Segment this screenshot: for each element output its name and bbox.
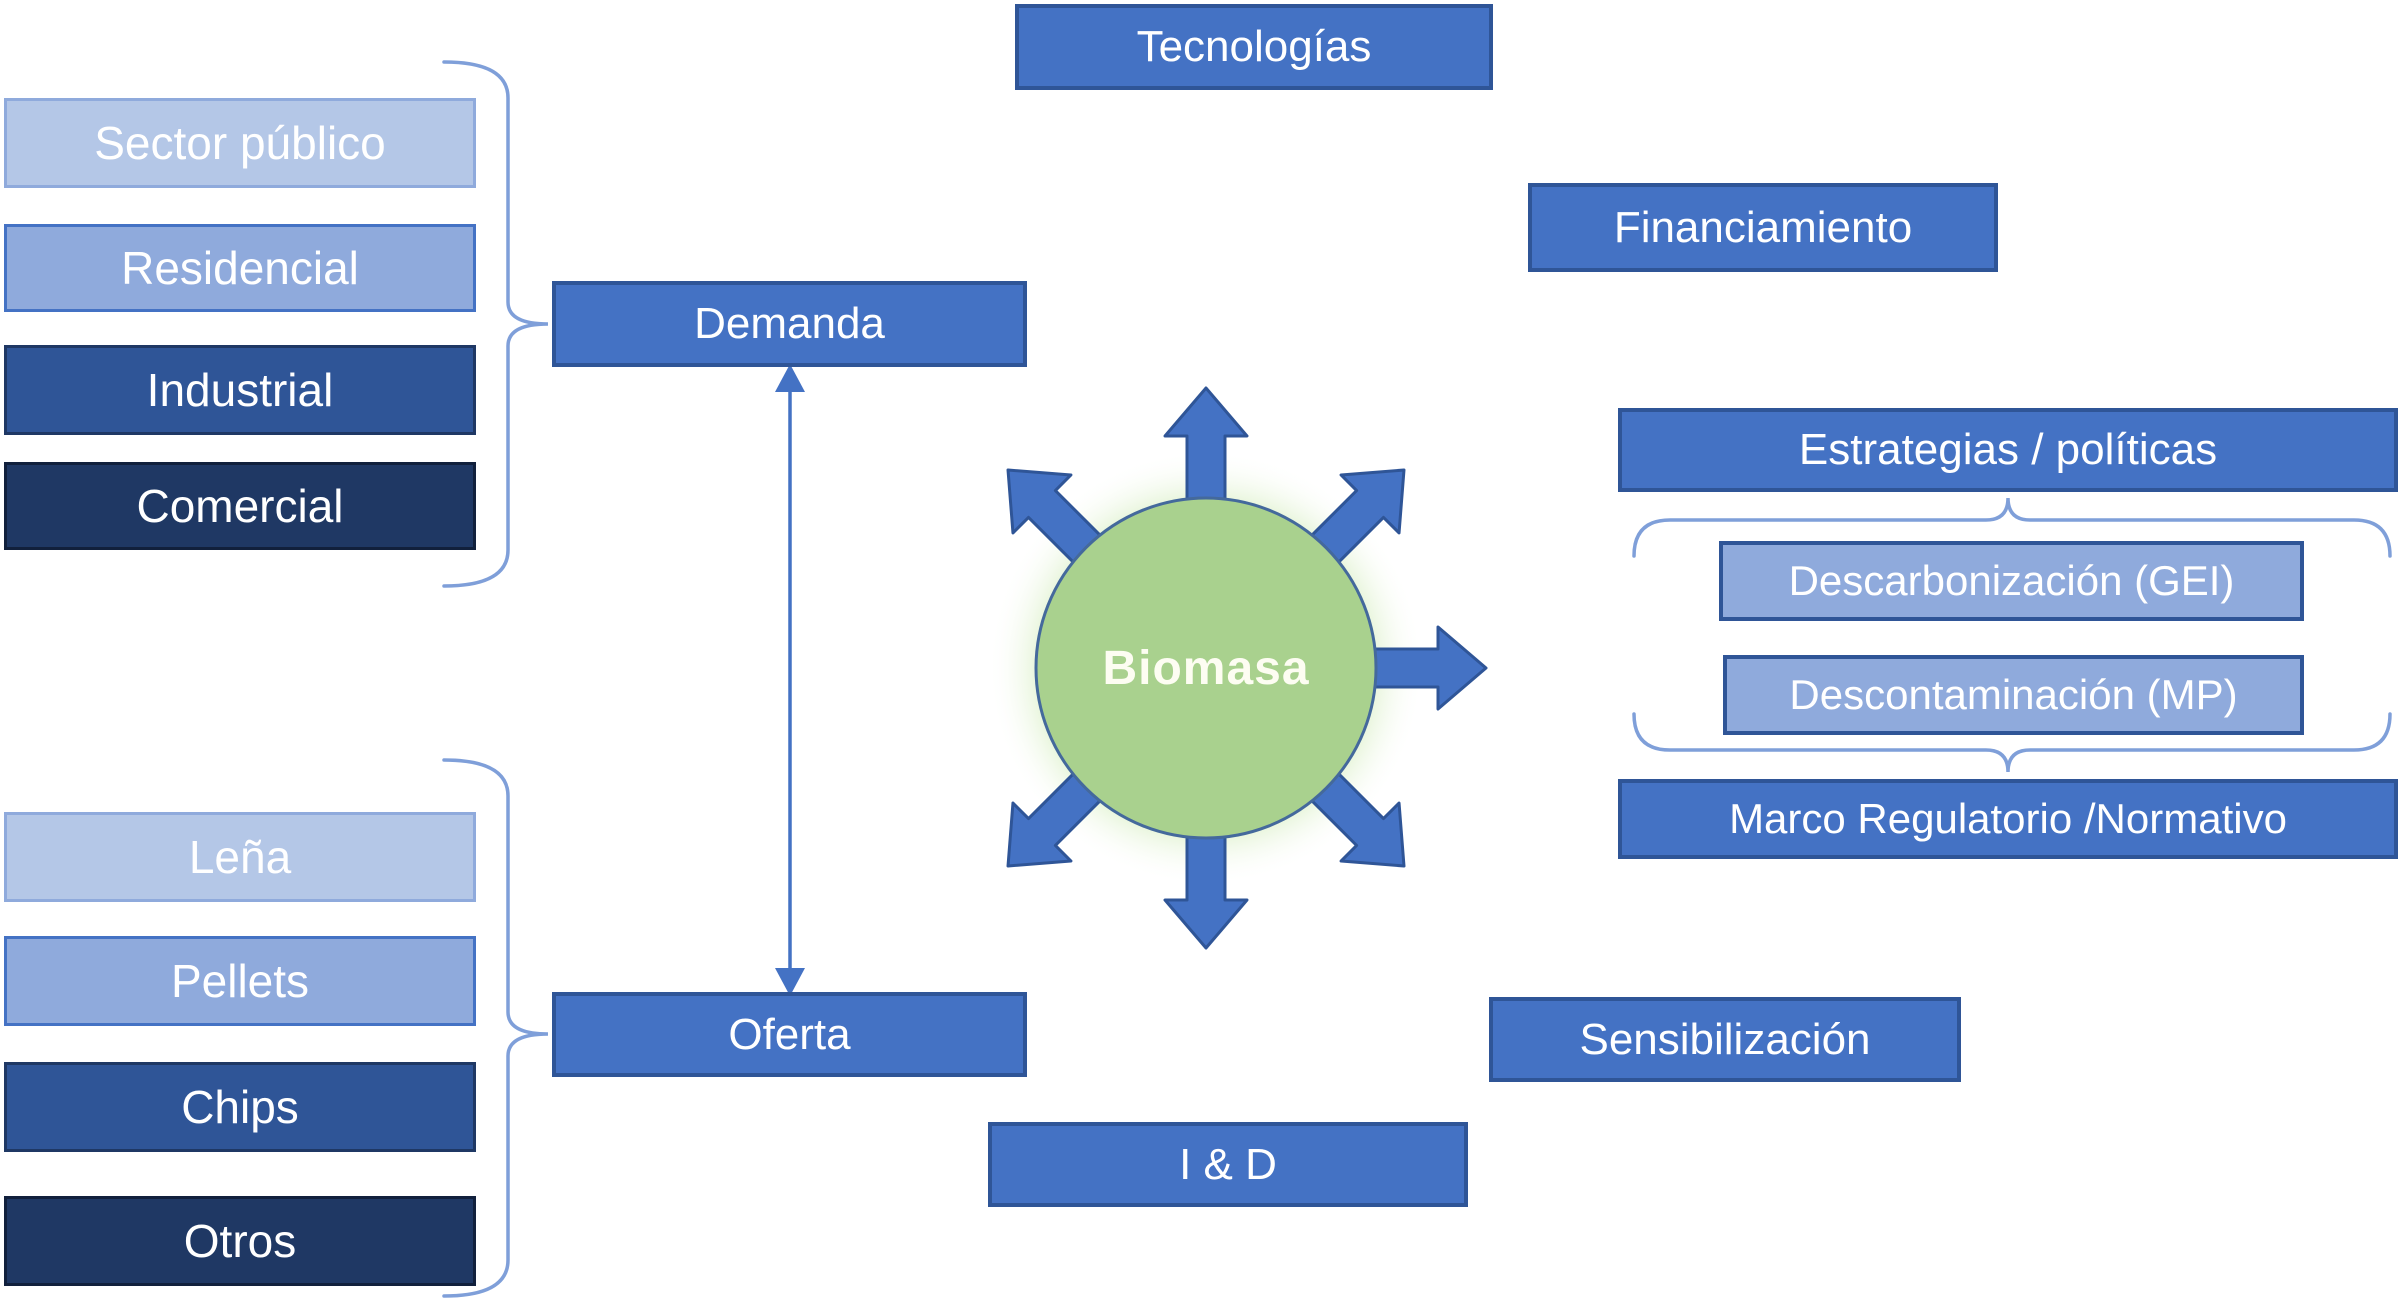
oferta-producto-lena: Leña bbox=[4, 812, 476, 902]
demanda-oferta-connector bbox=[775, 364, 805, 996]
node-estrategias-politicas: Estrategias / políticas bbox=[1618, 408, 2398, 492]
oferta-group-brace bbox=[442, 758, 549, 1298]
demanda-sector-publico: Sector público bbox=[4, 98, 476, 188]
biomasa-circle bbox=[1034, 496, 1378, 840]
demanda-group-brace bbox=[442, 60, 549, 588]
demanda-sector-industrial: Industrial bbox=[4, 345, 476, 435]
node-sensibilizacion: Sensibilización bbox=[1489, 997, 1961, 1082]
oferta-producto-chips: Chips bbox=[4, 1062, 476, 1152]
node-tecnologias: Tecnologías bbox=[1015, 4, 1493, 90]
oferta-producto-pellets: Pellets bbox=[4, 936, 476, 1026]
biomasa-label: Biomasa bbox=[1102, 641, 1310, 695]
oferta-producto-otros: Otros bbox=[4, 1196, 476, 1286]
node-oferta: Oferta bbox=[552, 992, 1027, 1077]
node-marco-regulatorio: Marco Regulatorio /Normativo bbox=[1618, 779, 2398, 859]
node-descarbonizacion-gei: Descarbonización (GEI) bbox=[1719, 541, 2304, 621]
demanda-sector-comercial: Comercial bbox=[4, 462, 476, 550]
estrategias-bottom-brace bbox=[1632, 712, 2392, 773]
demanda-sector-residencial: Residencial bbox=[4, 224, 476, 312]
estrategias-top-brace bbox=[1632, 497, 2392, 558]
arrowhead-down-icon bbox=[775, 968, 805, 996]
node-investigacion-desarrollo: I & D bbox=[988, 1122, 1468, 1207]
arrowhead-up-icon bbox=[775, 364, 805, 392]
node-demanda: Demanda bbox=[552, 281, 1027, 367]
node-financiamiento: Financiamiento bbox=[1528, 183, 1998, 272]
node-descontaminacion-mp: Descontaminación (MP) bbox=[1723, 655, 2304, 735]
